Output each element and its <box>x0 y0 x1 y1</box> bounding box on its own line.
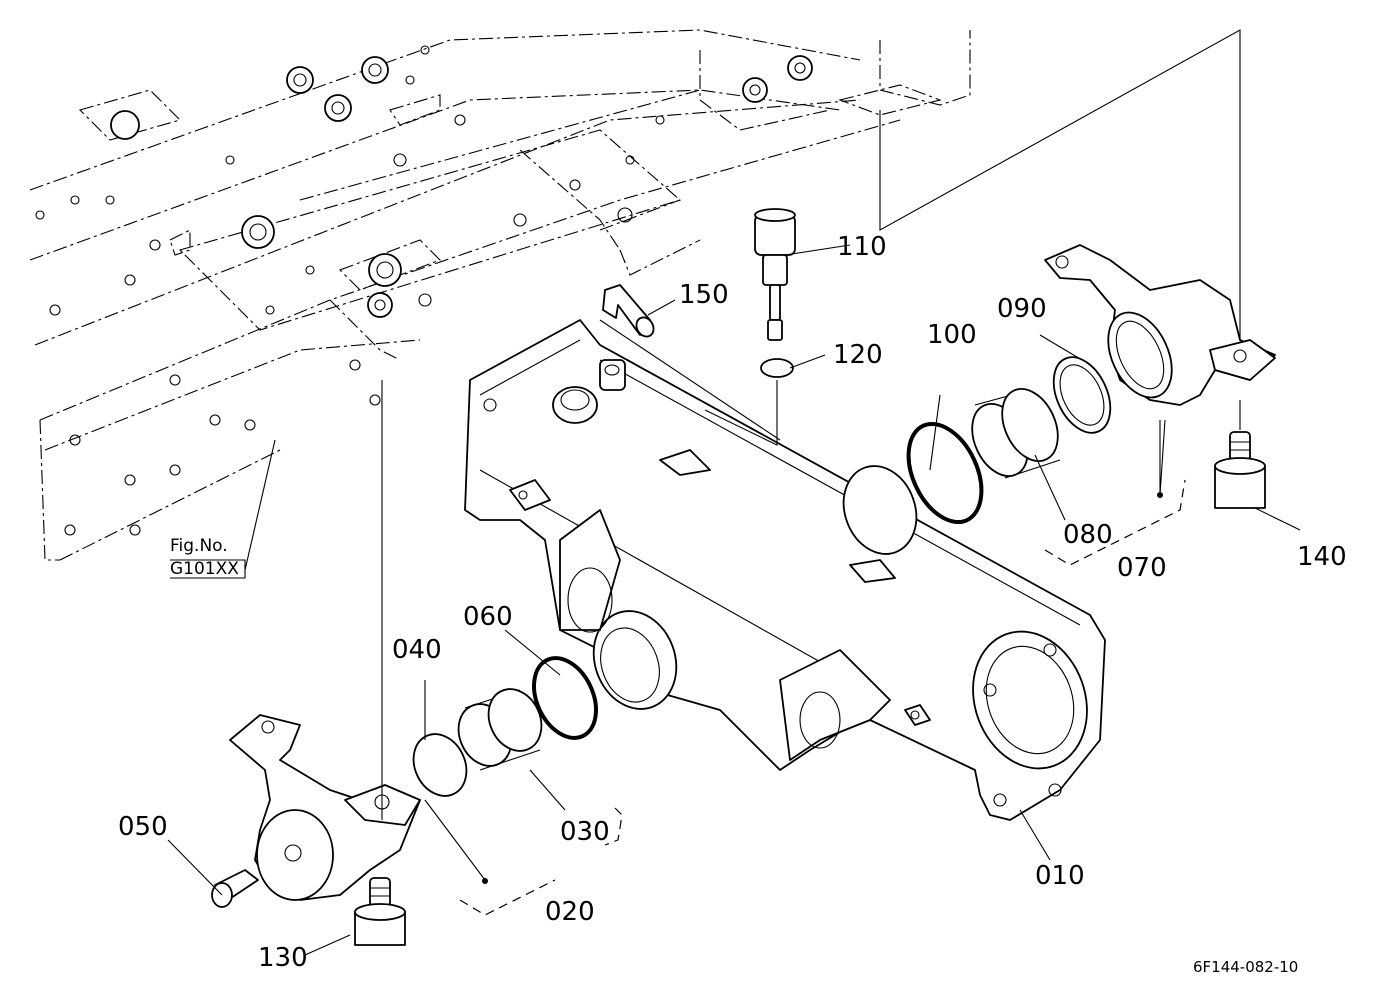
callout-130: 130 <box>258 943 308 973</box>
bolt-140 <box>1214 431 1266 509</box>
callout-090: 090 <box>997 294 1047 324</box>
frame-holes <box>35 45 665 536</box>
figure-ref-line2: G101XX <box>170 559 239 579</box>
leader-lines <box>167 29 1301 956</box>
callout-060: 060 <box>463 602 513 632</box>
callout-labels: 010 020 030 040 050 060 070 080 090 100 … <box>118 232 1347 976</box>
o-ring-120 <box>760 358 794 378</box>
callout-020: 020 <box>545 897 595 927</box>
elbow-150 <box>602 284 655 338</box>
callout-150: 150 <box>679 280 729 310</box>
callout-080: 080 <box>1063 520 1113 550</box>
bolt-130 <box>354 877 406 946</box>
axle-housing <box>464 319 1106 821</box>
callout-050: 050 <box>118 812 168 842</box>
figure-reference: Fig.No. G101XX <box>170 536 246 579</box>
callout-110: 110 <box>837 232 887 262</box>
callout-030: 030 <box>560 817 610 847</box>
callout-140: 140 <box>1297 542 1347 572</box>
callout-100: 100 <box>927 320 977 350</box>
o-ring-100 <box>906 421 984 525</box>
left-bearing-bracket <box>229 714 421 901</box>
callout-070: 070 <box>1117 553 1167 583</box>
right-bearing-bracket <box>1044 244 1276 406</box>
bush-080 <box>971 388 1061 479</box>
assembly-brackets <box>459 479 1186 916</box>
callout-010: 010 <box>1035 861 1085 891</box>
callout-120: 120 <box>833 340 883 370</box>
frame-nuts <box>110 55 813 318</box>
cap-040 <box>412 733 468 797</box>
frame-outline <box>29 29 971 561</box>
callout-040: 040 <box>392 635 442 665</box>
figure-ref-line1: Fig.No. <box>170 536 228 556</box>
seal-090 <box>1052 356 1112 434</box>
grease-nipple <box>211 869 259 908</box>
o-ring-060 <box>532 656 598 740</box>
plug-110 <box>754 208 796 341</box>
drawing-code: 6F144-082-10 <box>1193 958 1298 976</box>
